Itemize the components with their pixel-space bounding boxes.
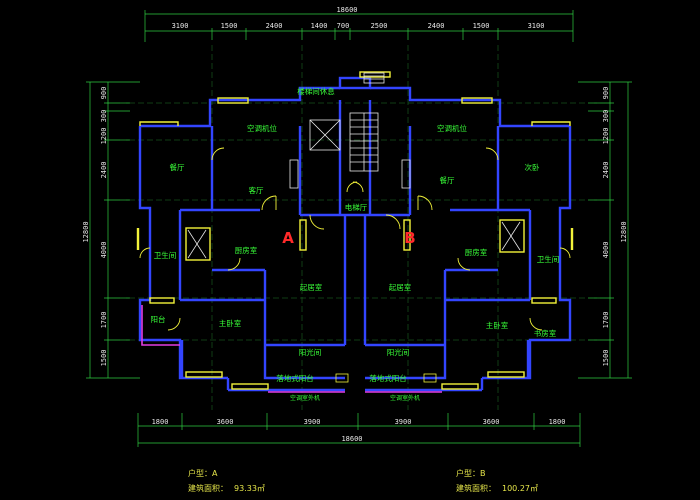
dim-top-seg: 3100 <box>172 22 189 30</box>
walls <box>138 76 572 392</box>
dim-left-seg: 1500 <box>100 350 108 367</box>
room-label: 客厅 <box>249 185 264 195</box>
dim-top-seg: 1500 <box>473 22 490 30</box>
unit-a-area-label: 建筑面积： <box>188 483 228 493</box>
unit-b-area-value: 100.27㎡ <box>502 484 538 493</box>
balcony-rails <box>141 305 442 393</box>
dim-bottom-seg: 1800 <box>549 418 566 426</box>
dim-bottom-total: 18600 <box>341 435 362 443</box>
room-label: 空调机位 <box>247 123 277 133</box>
dim-bottom-seg: 3900 <box>395 418 412 426</box>
room-label: 次卧 <box>525 162 540 172</box>
unit-a-type: 户型：A <box>188 468 218 478</box>
room-label: 餐厅 <box>170 163 185 172</box>
dim-left-seg: 300 <box>100 110 108 123</box>
unit-b-marker: B <box>404 229 415 247</box>
dim-top-seg: 700 <box>337 22 350 30</box>
unit-info: 户型：A 建筑面积： 93.33㎡ 户型：B 建筑面积： 100.27㎡ <box>188 468 538 493</box>
dim-top-seg: 2400 <box>266 22 283 30</box>
room-label: 空调机位 <box>437 123 467 133</box>
dim-top-seg: 1500 <box>221 22 238 30</box>
dim-top-seg: 1400 <box>311 22 328 30</box>
windows <box>136 71 574 390</box>
room-label: 阳台 <box>151 314 166 324</box>
room-label: 阳光间 <box>387 347 410 357</box>
room-label: 落地式阳台 <box>369 373 407 383</box>
dim-bottom-seg: 3600 <box>483 418 500 426</box>
dim-right-seg: 1200 <box>602 128 610 145</box>
room-label: 卫生间 <box>537 254 560 264</box>
dim-bottom-seg: 3600 <box>217 418 234 426</box>
dim-left-seg: 2400 <box>100 162 108 179</box>
dim-bottom-seg: 1800 <box>152 418 169 426</box>
unit-a-area-value: 93.33㎡ <box>234 484 265 493</box>
dim-left-seg: 4000 <box>100 242 108 259</box>
room-label: 卫生间 <box>154 250 177 260</box>
dim-top-seg: 2400 <box>428 22 445 30</box>
room-labels: 楼梯间休息 空调机位 空调机位 餐厅 客厅 餐厅 次卧 电梯厅 卫生间 厨房室 … <box>151 86 560 402</box>
dim-left-seg: 1700 <box>100 312 108 329</box>
room-label: 书房室 <box>534 328 557 338</box>
room-label: 电梯厅 <box>345 202 368 212</box>
dim-right-seg: 4000 <box>602 242 610 259</box>
room-label: 餐厅 <box>440 176 455 185</box>
dim-right-seg: 300 <box>602 110 610 123</box>
dim-bottom-seg: 3900 <box>304 418 321 426</box>
room-label: 起居室 <box>389 282 412 292</box>
stair-and-elevator <box>187 72 521 259</box>
room-label: 主卧室 <box>219 318 242 328</box>
dim-top-seg: 3100 <box>528 22 545 30</box>
room-label: 主卧室 <box>486 320 509 330</box>
unit-a-marker: A <box>282 229 294 247</box>
room-label: 起居室 <box>300 282 323 292</box>
dimension-labels: 18600 3100 1500 2400 1400 700 2500 2400 … <box>82 6 628 443</box>
dim-right-seg: 1500 <box>602 350 610 367</box>
room-label: 空调室外机 <box>290 394 320 402</box>
dim-left-seg: 1200 <box>100 128 108 145</box>
room-label: 厨房室 <box>235 245 258 255</box>
dim-right-seg: 2400 <box>602 162 610 179</box>
dim-left-seg: 900 <box>100 87 108 100</box>
dim-right-total: 12800 <box>620 221 628 242</box>
room-label: 阳光间 <box>299 347 322 357</box>
dimension-lines <box>86 10 632 447</box>
ac-units <box>335 373 437 383</box>
doors <box>139 147 571 331</box>
unit-b-type: 户型：B <box>456 468 486 478</box>
dim-top-total: 18600 <box>336 6 357 14</box>
dim-left-total: 12800 <box>82 221 90 242</box>
room-label: 落地式阳台 <box>276 373 314 383</box>
room-label: 空调室外机 <box>390 394 420 402</box>
dim-top-seg: 2500 <box>371 22 388 30</box>
dim-right-seg: 1700 <box>602 312 610 329</box>
axis-grid <box>120 45 600 410</box>
unit-b-area-label: 建筑面积： <box>456 483 496 493</box>
dim-right-seg: 900 <box>602 87 610 100</box>
room-label: 厨房室 <box>465 247 488 257</box>
room-label: 楼梯间休息 <box>297 86 335 96</box>
